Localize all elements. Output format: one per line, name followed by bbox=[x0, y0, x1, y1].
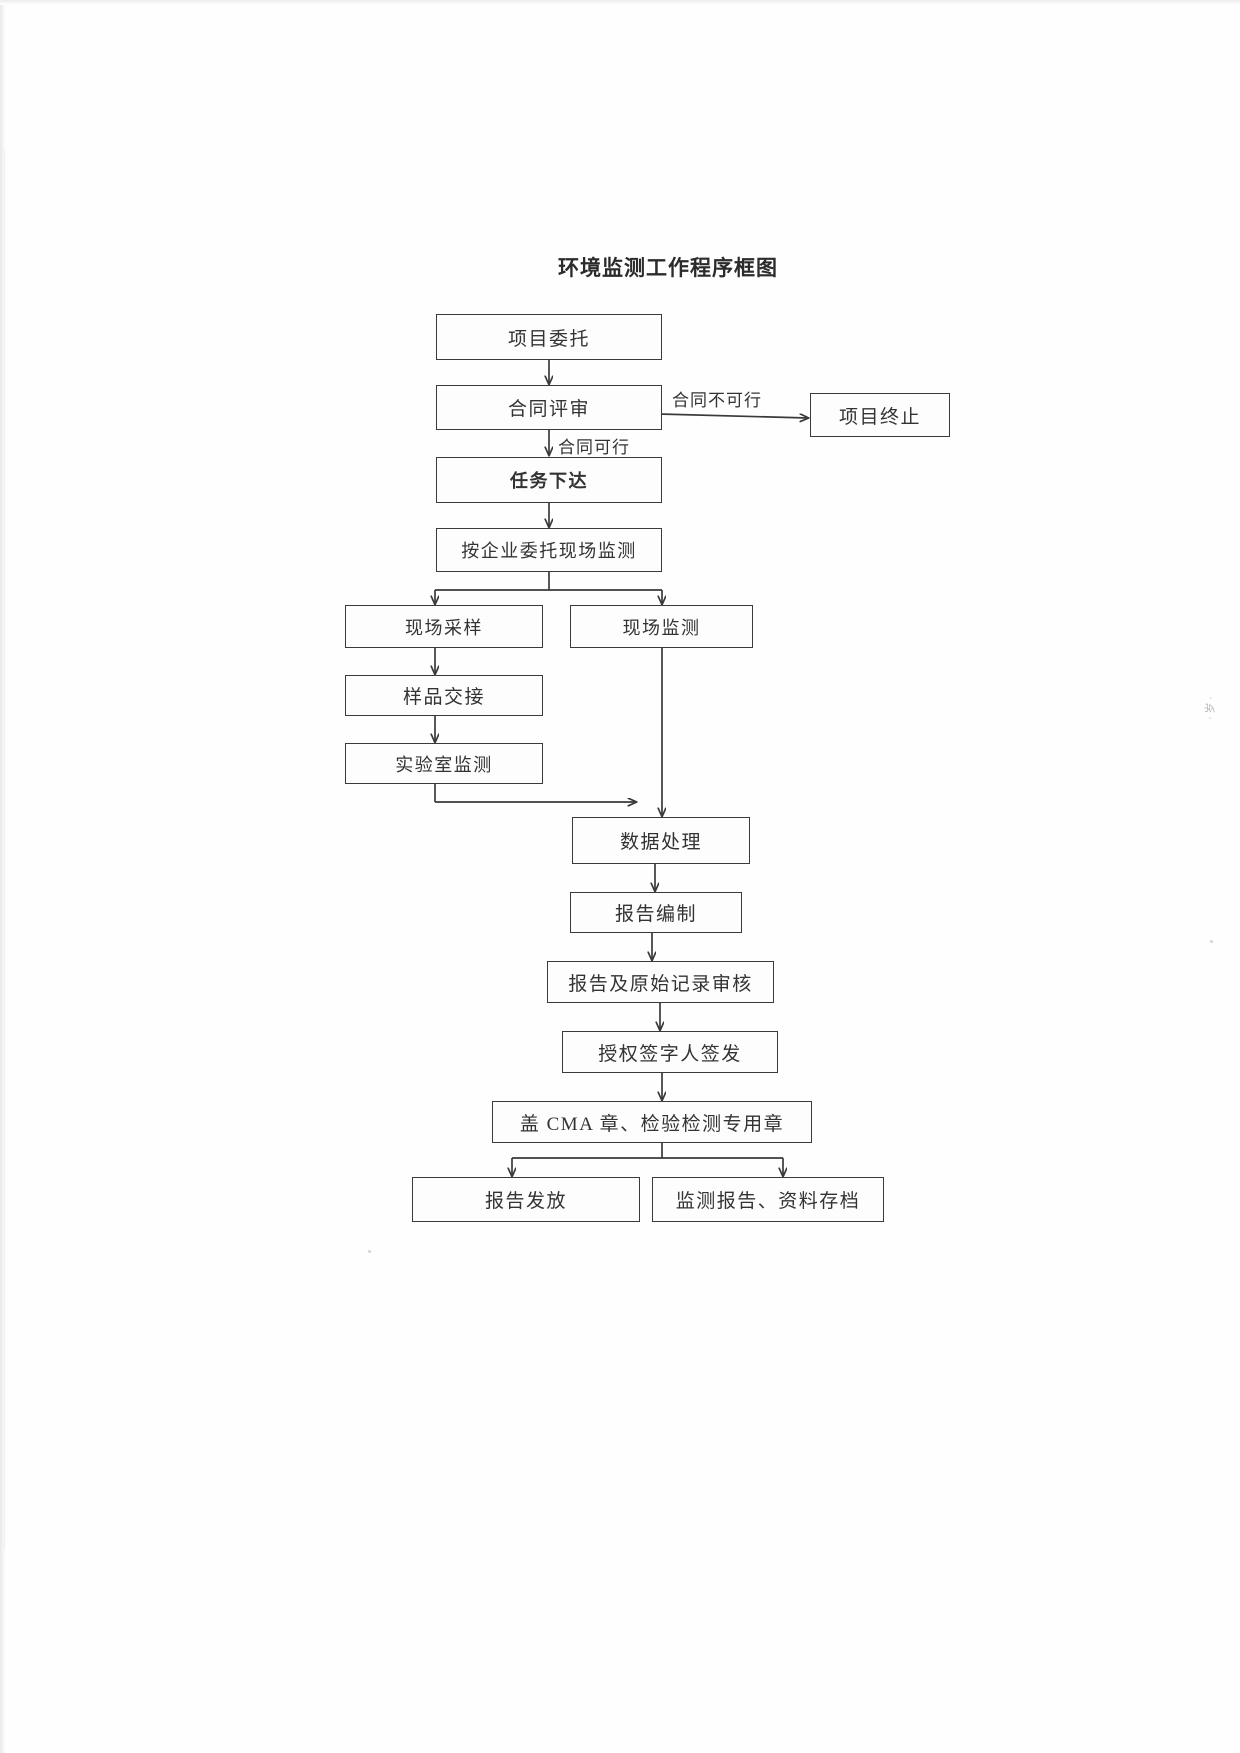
flow-node-authorized-signatory-issuance[interactable]: 授权签字人签发 bbox=[562, 1031, 778, 1073]
flow-node-label: 盖 CMA 章、检验检测专用章 bbox=[519, 1113, 785, 1135]
flow-node-contract-review[interactable]: 合同评审 bbox=[436, 385, 662, 430]
flow-node-label: 现场采样 bbox=[405, 617, 483, 639]
flow-node-label: 实验室监测 bbox=[395, 754, 493, 776]
scan-speck bbox=[1210, 940, 1213, 943]
flow-node-label: 样品交接 bbox=[402, 687, 485, 708]
flow-node-label: 合同评审 bbox=[507, 399, 590, 420]
flow-node-sample-handover[interactable]: 样品交接 bbox=[345, 675, 543, 716]
scan-speck bbox=[368, 1250, 371, 1253]
flow-node-onsite-monitoring[interactable]: 现场监测 bbox=[570, 605, 753, 648]
flow-node-report-preparation[interactable]: 报告编制 bbox=[570, 892, 742, 933]
flow-node-laboratory-monitoring[interactable]: 实验室监测 bbox=[345, 743, 543, 784]
flow-node-task-assignment[interactable]: 任务下达 bbox=[436, 457, 662, 503]
flow-node-onsite-monitoring-by-entrustment[interactable]: 按企业委托现场监测 bbox=[436, 528, 662, 572]
flow-node-project-entrustment[interactable]: 项目委托 bbox=[436, 314, 662, 360]
scan-fold-line bbox=[4, 150, 5, 1550]
scan-edge-artifact bbox=[0, 0, 6, 1753]
flow-node-label: 报告编制 bbox=[614, 904, 697, 925]
flow-node-label: 数据处理 bbox=[619, 832, 702, 853]
flow-node-label: 授权签字人签发 bbox=[598, 1043, 742, 1065]
flow-node-label: 项目委托 bbox=[507, 328, 590, 350]
edge-label-contract-feasible: 合同可行 bbox=[558, 438, 630, 458]
flow-node-label: 报告发放 bbox=[484, 1191, 567, 1212]
edge-label-contract-infeasible: 合同不可行 bbox=[672, 391, 762, 411]
flow-node-label: 任务下达 bbox=[510, 471, 588, 492]
flow-node-onsite-sampling[interactable]: 现场采样 bbox=[345, 605, 543, 648]
flow-node-report-and-original-record-review[interactable]: 报告及原始记录审核 bbox=[547, 961, 774, 1003]
flow-node-label: 监测报告、资料存档 bbox=[675, 1191, 861, 1212]
flow-node-project-termination[interactable]: 项目终止 bbox=[810, 393, 950, 437]
scan-edge-artifact-top bbox=[0, 0, 1240, 5]
scan-smudge-mark: · 岁 · bbox=[1204, 695, 1218, 721]
flow-node-label: 现场监测 bbox=[622, 617, 701, 639]
flow-node-label: 项目终止 bbox=[838, 406, 921, 428]
flow-node-label: 报告及原始记录审核 bbox=[568, 973, 753, 995]
flow-node-report-and-data-archiving[interactable]: 监测报告、资料存档 bbox=[652, 1177, 884, 1222]
flow-node-report-distribution[interactable]: 报告发放 bbox=[412, 1177, 640, 1222]
flow-node-data-processing[interactable]: 数据处理 bbox=[572, 817, 750, 864]
page-title: 环境监测工作程序框图 bbox=[558, 256, 778, 280]
flow-node-label: 按企业委托现场监测 bbox=[461, 541, 637, 562]
flow-node-affix-cma-seal[interactable]: 盖 CMA 章、检验检测专用章 bbox=[492, 1101, 812, 1143]
